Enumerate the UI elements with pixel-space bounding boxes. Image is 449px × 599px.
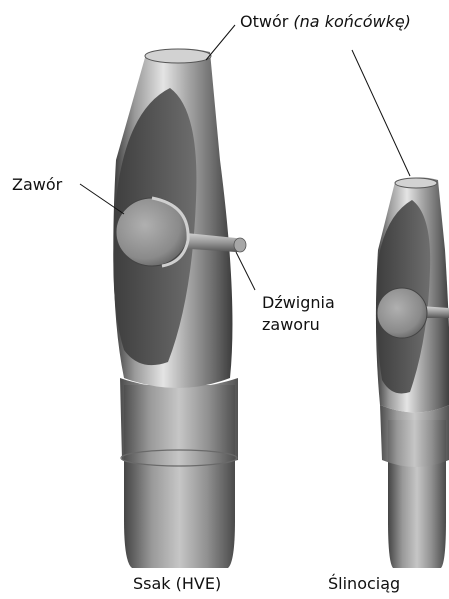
hve-lever-tip xyxy=(234,238,246,252)
label-valve: Zawór xyxy=(12,175,62,194)
ejector-top-opening xyxy=(395,178,437,188)
saliva-ejector-illustration xyxy=(376,177,449,568)
label-valve-lever-line1: Dźwignia xyxy=(262,292,335,314)
caption-hve: Ssak (HVE) xyxy=(133,574,221,593)
ejector-valve-disc xyxy=(377,288,427,338)
label-opening-note: (na końcówkę) xyxy=(293,12,411,31)
label-opening: Otwór (na końcówkę) xyxy=(240,12,411,31)
hve-top-opening xyxy=(145,49,211,63)
label-opening-main: Otwór xyxy=(240,12,288,31)
hve-collar xyxy=(120,378,238,468)
label-valve-lever-line2: zaworu xyxy=(262,314,335,336)
ejector-collar xyxy=(380,405,449,467)
caption-saliva-ejector: Ślinociąg xyxy=(328,574,400,593)
leader-opening-hve xyxy=(206,25,235,60)
label-valve-lever: Dźwignia zaworu xyxy=(262,292,335,336)
leader-opening-ejector xyxy=(352,50,410,176)
leader-lever xyxy=(236,252,255,290)
hve-suction-illustration xyxy=(113,48,246,568)
